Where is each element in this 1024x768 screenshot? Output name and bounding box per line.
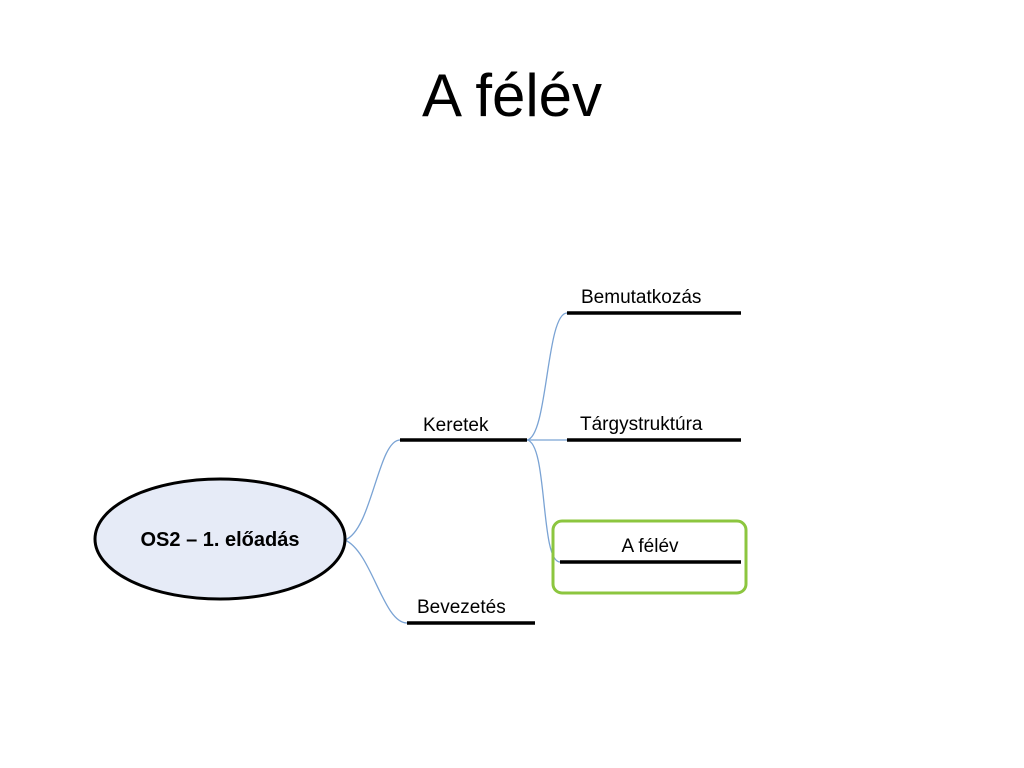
subtopic-targystruktura[interactable]: Tárgystruktúra xyxy=(567,414,741,442)
branch-bevezetes[interactable]: Bevezetés xyxy=(407,597,535,625)
connector-keretek-afelev xyxy=(526,439,561,563)
subtopic-afelev[interactable]: A félév xyxy=(551,519,748,595)
connector-central-keretek xyxy=(344,439,401,541)
subtopic-targystruktura-label: Tárgystruktúra xyxy=(580,414,703,435)
branch-keretek-label: Keretek xyxy=(423,415,489,436)
central-node[interactable] xyxy=(93,477,347,601)
slide-title: A félév xyxy=(421,62,603,129)
branch-keretek[interactable]: Keretek xyxy=(400,415,527,442)
connector-keretek-bemutatkozas xyxy=(526,312,568,441)
connector-central-bevezetes xyxy=(344,539,408,624)
subtopic-afelev-label: A félév xyxy=(621,536,679,557)
central-node-label: OS2 – 1. előadás xyxy=(141,529,300,551)
subtopic-bemutatkozas[interactable]: Bemutatkozás xyxy=(567,287,741,315)
highlight-box xyxy=(551,519,748,595)
subtopic-bemutatkozas-label: Bemutatkozás xyxy=(581,287,701,308)
branch-bevezetes-label: Bevezetés xyxy=(417,597,506,618)
